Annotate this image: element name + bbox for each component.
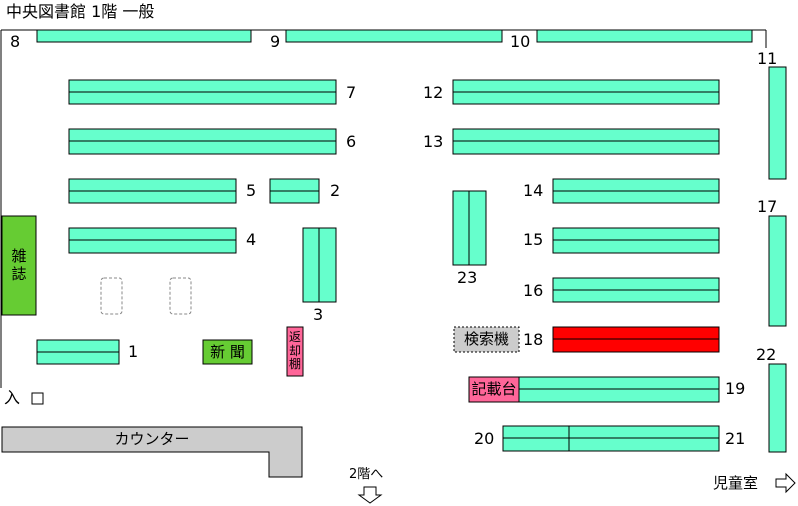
shelf-14[interactable]: [552, 178, 720, 204]
shelf-number-8: 8: [10, 32, 21, 51]
shelf-number-18: 18: [523, 330, 544, 349]
entrance-marker: [31, 392, 44, 405]
shelf-1[interactable]: [36, 339, 120, 365]
newspaper-label: 新 聞: [210, 342, 245, 361]
shelf-18[interactable]: [552, 326, 720, 353]
shelf-9[interactable]: [285, 29, 503, 43]
magazine-label: 雑 誌: [11, 247, 27, 283]
shelf-number-7: 7: [346, 83, 357, 102]
page-title: 中央図書館 1階 一般: [6, 2, 155, 21]
shelf-number-1: 1: [128, 342, 139, 361]
shelf-15[interactable]: [552, 227, 720, 254]
return-shelf-area[interactable]: [286, 326, 304, 377]
shelf-number-15: 15: [523, 230, 544, 249]
shelf-number-6: 6: [346, 132, 357, 151]
stairs-arrow-icon: [357, 486, 383, 504]
entrance-label: 入: [4, 388, 21, 407]
shelf-22[interactable]: [768, 363, 787, 453]
shelf-number-21: 21: [725, 429, 746, 448]
shelf-number-5: 5: [246, 181, 257, 200]
shelf-number-14: 14: [523, 181, 544, 200]
return-shelf-label: 返 却 棚: [288, 329, 301, 372]
shelf-number-16: 16: [523, 281, 544, 300]
counter-label: カウンター: [114, 430, 190, 448]
newspaper-area[interactable]: [202, 339, 253, 365]
kids-room-arrow-icon: [775, 472, 796, 494]
shelf-23[interactable]: [452, 190, 487, 266]
shelf-number-12: 12: [423, 83, 444, 102]
shelf-number-4: 4: [246, 230, 257, 249]
shelf-10[interactable]: [536, 29, 753, 43]
empty-slot: [100, 277, 192, 315]
shelf-7[interactable]: [68, 79, 337, 105]
counter-area[interactable]: [1, 426, 303, 478]
shelf-number-17: 17: [757, 197, 778, 216]
shelf-number-23: 23: [457, 268, 478, 287]
shelf-number-10: 10: [510, 32, 531, 51]
shelf-20-21[interactable]: [502, 425, 720, 452]
shelf-17[interactable]: [768, 215, 787, 327]
shelf-11[interactable]: [768, 66, 787, 180]
shelf-16[interactable]: [552, 277, 720, 303]
shelf-2[interactable]: [269, 178, 320, 204]
shelf-5[interactable]: [68, 178, 237, 204]
shelf-number-9: 9: [270, 32, 281, 51]
shelf-19[interactable]: [518, 376, 720, 403]
kids-room-label: 児童室: [713, 474, 759, 492]
shelf-3[interactable]: [302, 227, 337, 303]
shelf-number-11: 11: [757, 49, 778, 68]
search-terminal-label: 検索機: [463, 330, 509, 348]
shelf-number-2: 2: [330, 181, 341, 200]
shelf-6[interactable]: [68, 128, 337, 155]
search-terminal-area[interactable]: [453, 326, 520, 353]
shelf-number-19: 19: [725, 379, 746, 398]
shelf-number-3: 3: [313, 305, 324, 324]
shelf-12[interactable]: [452, 79, 720, 105]
shelf-4[interactable]: [68, 227, 237, 254]
shelf-13[interactable]: [452, 128, 720, 155]
shelf-number-20: 20: [474, 429, 495, 448]
writing-desk-label: 記載台: [471, 380, 517, 398]
shelf-number-22: 22: [756, 345, 777, 364]
shelf-number-13: 13: [423, 132, 444, 151]
shelf-8[interactable]: [36, 29, 252, 43]
stairs-label: 2階へ: [349, 467, 384, 482]
writing-desk-area[interactable]: [468, 376, 520, 403]
magazine-area[interactable]: [1, 215, 37, 316]
